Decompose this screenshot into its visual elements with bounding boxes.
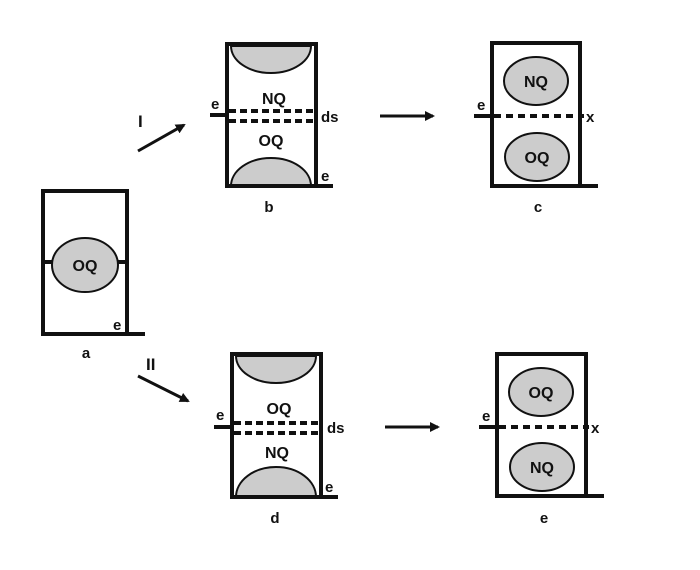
panel-d-corner-label: e xyxy=(325,479,333,496)
panel-e-top-oval-label: OQ xyxy=(529,385,554,402)
panel-b-top-cap xyxy=(229,45,313,74)
panel-b-top-label: NQ xyxy=(262,91,286,108)
pathway-upper-arrow xyxy=(137,123,186,153)
panel-c-left-label: e xyxy=(477,97,485,114)
panel-b-caption: b xyxy=(264,199,273,216)
panel-e-bottom-oval-label: NQ xyxy=(530,460,554,477)
panel-e: OQ NQ e x e xyxy=(479,352,604,527)
panel-a: OQ e a xyxy=(41,189,145,362)
panel-d-bottom-label: NQ xyxy=(265,445,289,462)
panel-b: NQ OQ e ds e b xyxy=(210,42,339,216)
panel-b-bottom-cap xyxy=(229,157,313,187)
panel-b-corner-label: e xyxy=(321,168,329,185)
pathway-upper-label: I xyxy=(138,112,143,131)
panel-c-right-label: x xyxy=(586,109,595,126)
pathway-lower-label: II xyxy=(146,355,155,374)
panel-e-bottom-oval xyxy=(509,442,575,492)
panel-c-top-oval-label: NQ xyxy=(524,74,548,91)
panel-a-caption: a xyxy=(82,345,91,362)
panel-d-caption: d xyxy=(270,510,279,527)
panel-d-right-label: ds xyxy=(327,420,345,437)
panel-c-caption: c xyxy=(534,199,542,216)
panel-e-right-label: x xyxy=(591,420,600,437)
panel-c-top-oval xyxy=(503,56,569,106)
pathway-lower: II xyxy=(137,355,190,403)
panel-a-oval-label: OQ xyxy=(73,258,98,275)
panel-a-edge-label: e xyxy=(113,317,121,334)
panel-c-bottom-oval xyxy=(504,132,570,182)
panel-a-oq-oval xyxy=(51,237,119,293)
panel-d: OQ NQ e ds e d xyxy=(214,352,345,527)
panel-b-bottom-label: OQ xyxy=(259,133,284,150)
panel-e-top-oval xyxy=(508,367,574,417)
panel-d-top-label: OQ xyxy=(267,401,292,418)
panel-c-bottom-oval-label: OQ xyxy=(525,150,550,167)
panel-d-bottom-cap xyxy=(234,466,318,498)
panel-e-caption: e xyxy=(540,510,548,527)
pathway-upper: I xyxy=(137,112,186,153)
pathway-lower-arrow xyxy=(137,374,190,403)
panel-d-left-label: e xyxy=(216,407,224,424)
panel-b-right-label: ds xyxy=(321,109,339,126)
panel-e-left-label: e xyxy=(482,408,490,425)
panel-b-left-label: e xyxy=(211,96,219,113)
panel-c: NQ OQ e x c xyxy=(474,41,598,216)
panel-d-top-cap xyxy=(234,355,318,384)
